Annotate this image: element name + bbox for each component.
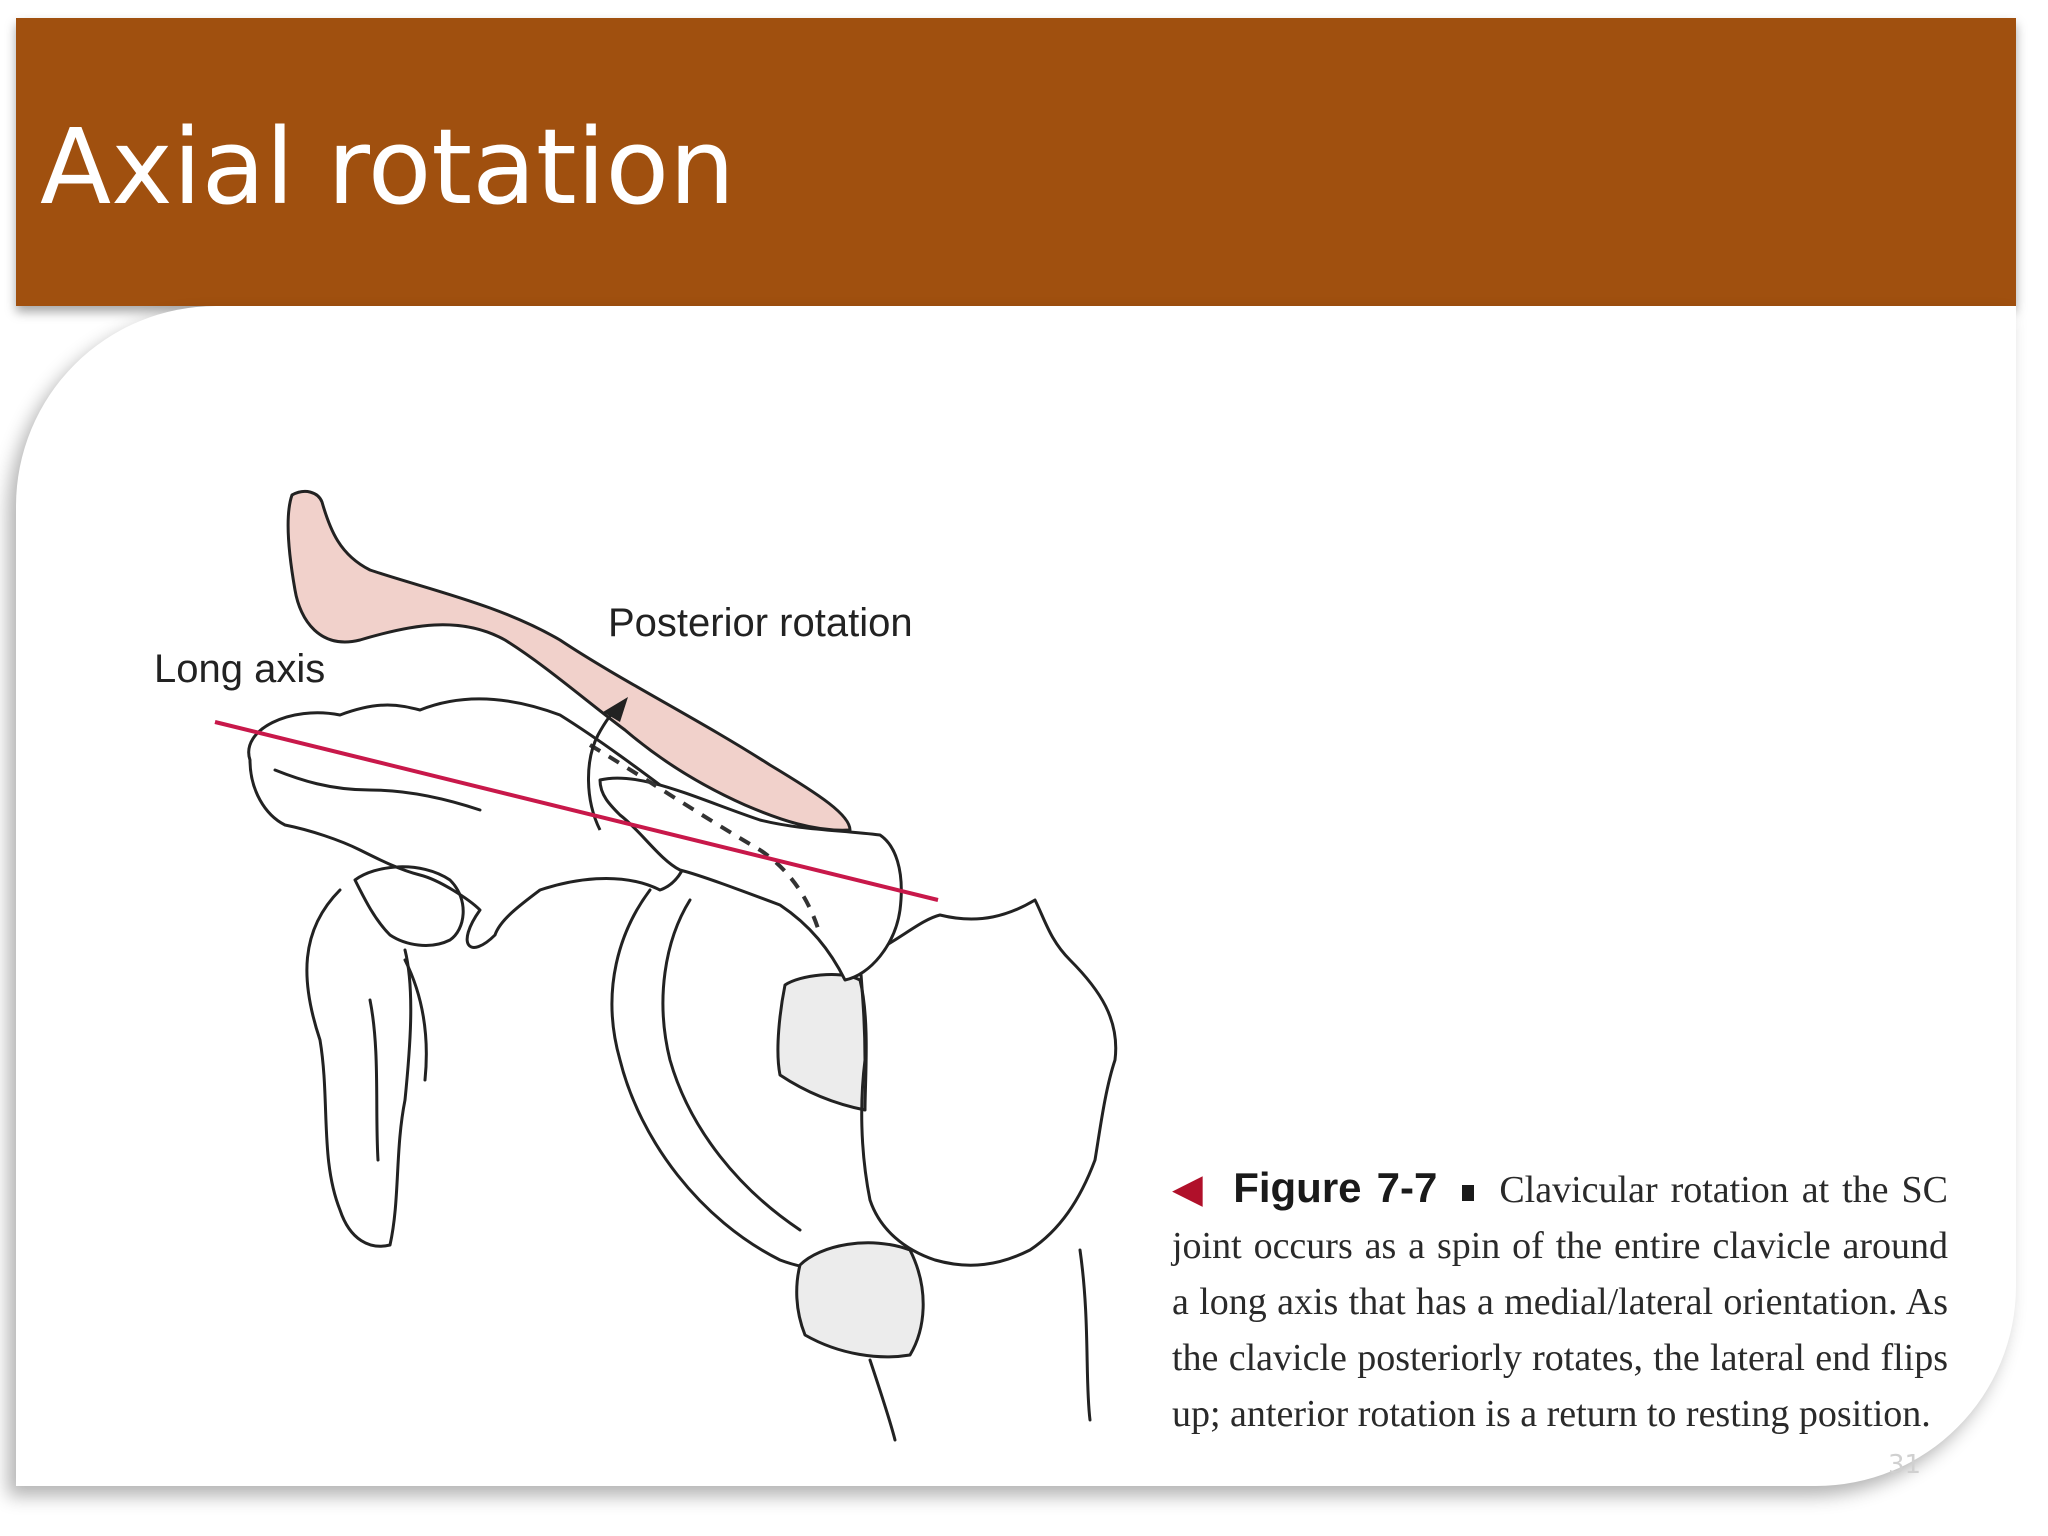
title-bar: Axial rotation: [16, 18, 2016, 306]
caption-figure-number: Figure 7-7: [1233, 1164, 1438, 1211]
caption-square-icon: [1462, 1185, 1475, 1202]
caption-triangle-icon: ◀: [1172, 1166, 1207, 1211]
figure-caption: ◀ Figure 7-7 Clavicular rotation at the …: [1172, 1160, 1948, 1442]
caption-text: Clavicular rotation at the SC joint occu…: [1172, 1169, 1948, 1435]
page-number: 31: [1888, 1450, 1922, 1480]
slide-title: Axial rotation: [40, 106, 736, 228]
